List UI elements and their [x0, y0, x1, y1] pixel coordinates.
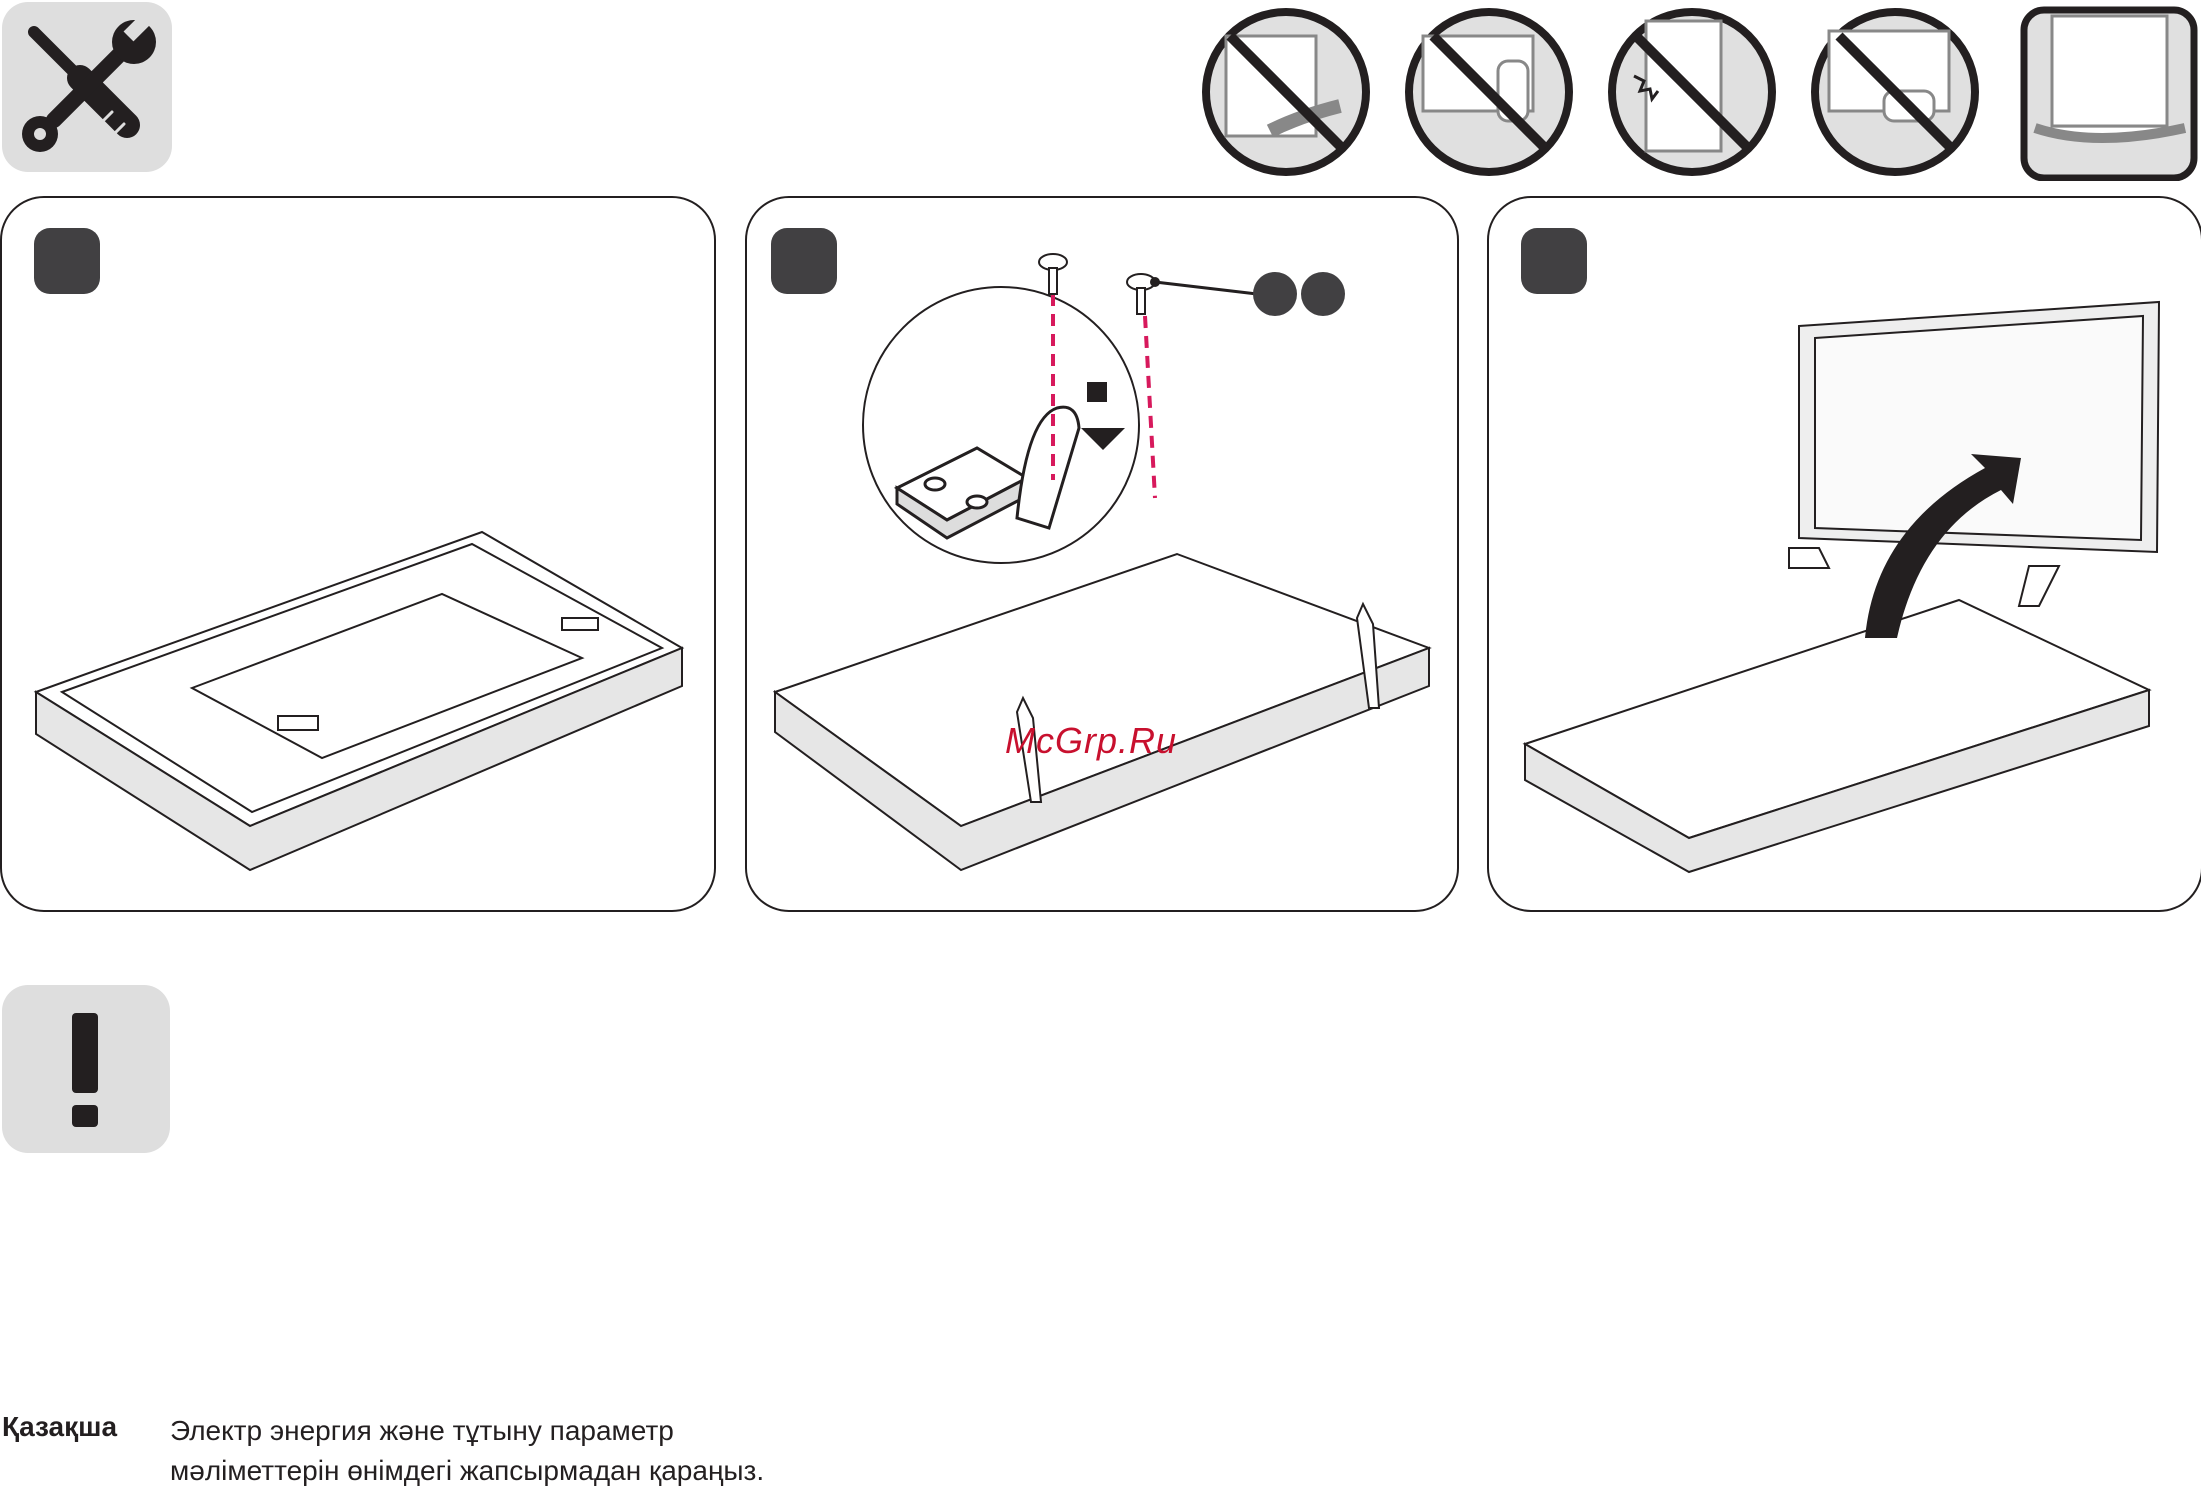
no-grip-panel-edge-icon	[1206, 12, 1366, 172]
footer-text-line-1: Электр энергия және тұтыну параметр	[170, 1411, 1070, 1451]
attach-stands-with-screws	[747, 198, 1457, 910]
footer-text-line-2: мәліметтерін өнімдегі жапсырмадан қараңы…	[170, 1451, 1070, 1491]
zoom-circle	[863, 287, 1139, 563]
no-press-screen-icon	[1612, 12, 1772, 172]
step-3-panel	[1487, 196, 2201, 912]
correct-support-bottom-icon	[2024, 10, 2194, 178]
step-1-panel	[0, 196, 716, 912]
no-grip-top-corner-icon	[1815, 12, 1975, 172]
step-2-panel	[745, 196, 1459, 912]
footer-language: Қазақша	[2, 1411, 117, 1443]
caution-icon-box	[2, 985, 170, 1153]
tv-face-down-back-view	[2, 198, 714, 910]
screwdriver-wrench-icon	[2, 2, 172, 172]
watermark: McGrp.Ru	[1005, 720, 1177, 762]
footer-text: Электр энергия және тұтыну параметр мәлі…	[170, 1411, 1070, 1491]
lift-tv-upright	[1489, 198, 2201, 910]
tools-icon-box	[2, 2, 172, 172]
no-grip-panel-side-icon	[1409, 12, 1569, 172]
exclamation-icon	[2, 985, 170, 1153]
handling-icons	[1200, 6, 2200, 181]
